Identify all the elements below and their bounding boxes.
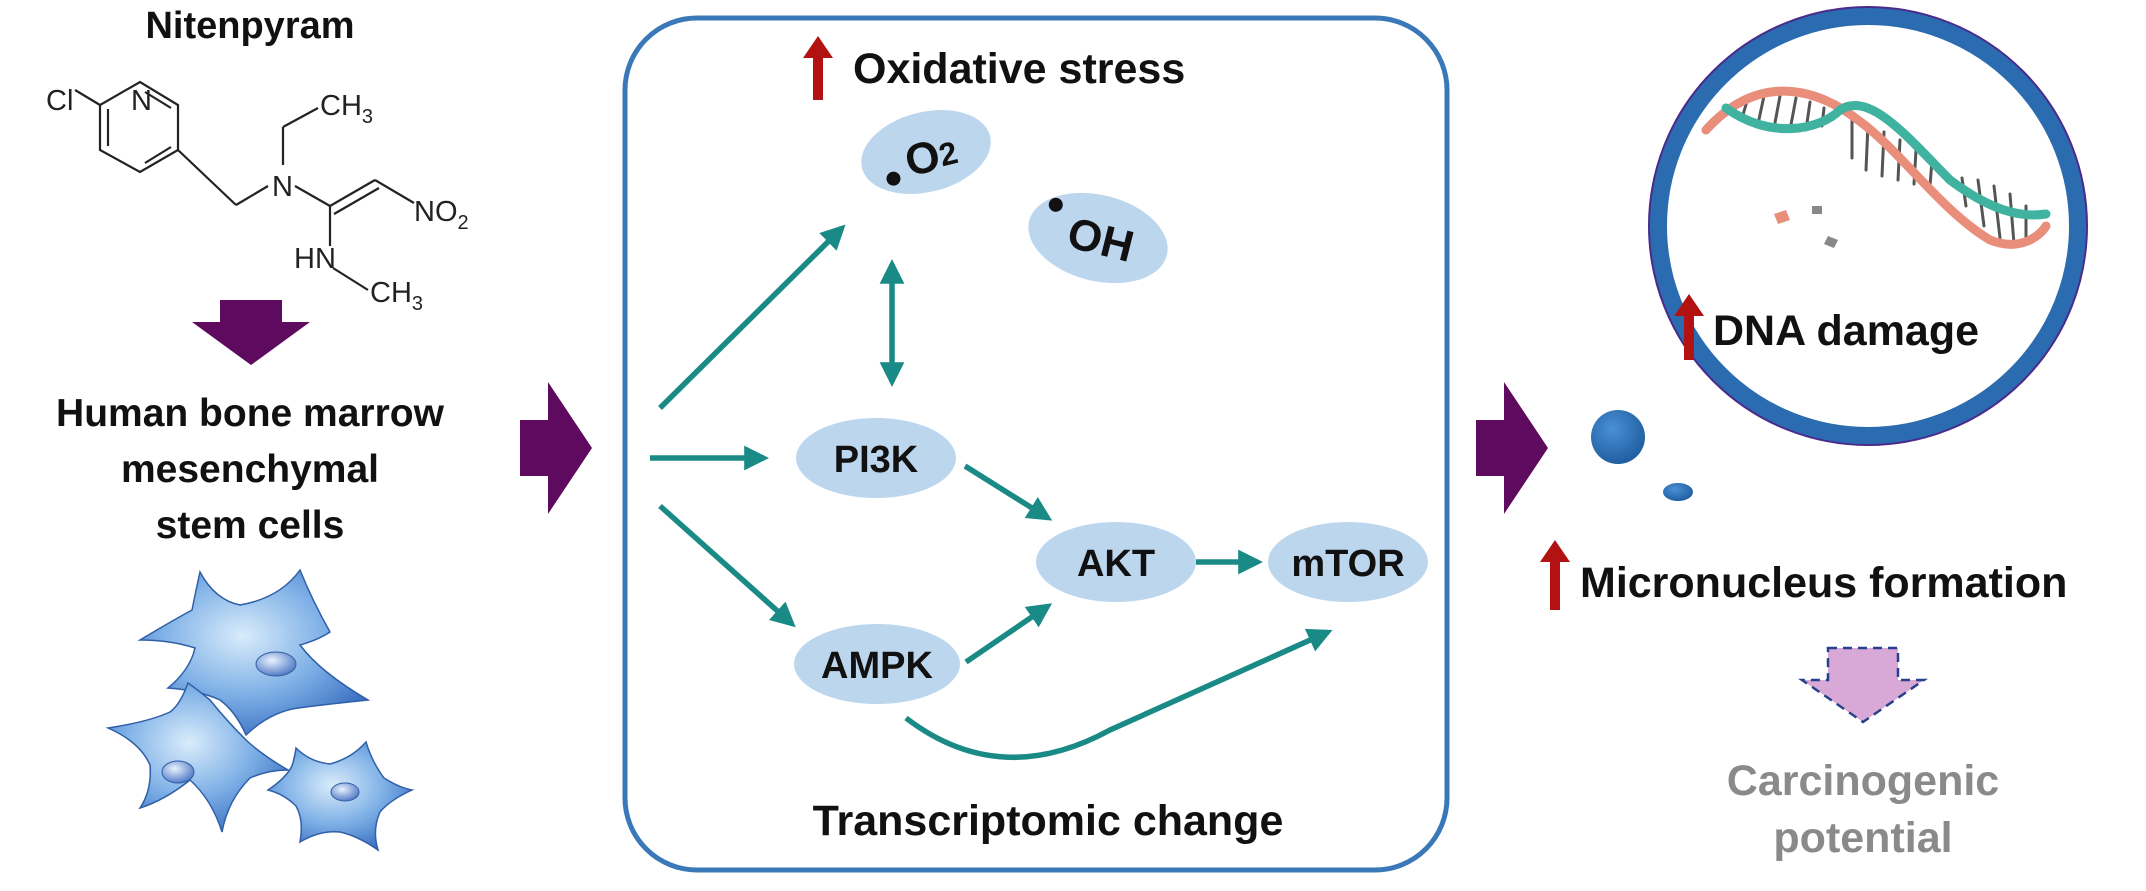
node-ampk: AMPK	[794, 624, 960, 704]
cells-label: Human bone marrow mesenchymal stem cells	[56, 392, 445, 547]
label-ch3-top: CH3	[320, 90, 373, 128]
label-cl: Cl	[46, 85, 73, 117]
arrow-ampk-mtor	[904, 628, 1333, 760]
up-arrow-icon	[803, 36, 833, 100]
hydroxyl-node: OH	[1028, 192, 1168, 284]
arrow-to-ampk	[658, 503, 796, 628]
node-akt-label: AKT	[1077, 543, 1155, 585]
dna-bubble	[1649, 7, 2087, 445]
dna-damage-heading: DNA damage	[1674, 294, 1979, 360]
cells-label-line-1: Human bone marrow	[56, 392, 445, 435]
oxidative-stress-heading: Oxidative stress	[803, 36, 1185, 100]
dna-helix-icon	[1701, 86, 2051, 249]
arrow-pi3k-akt	[963, 463, 1053, 521]
dashed-down-arrow-icon	[1797, 646, 1929, 724]
label-no2: NO2	[414, 196, 469, 234]
pathway-arrows	[650, 224, 1333, 760]
thought-bubble-large	[1591, 410, 1645, 464]
node-mtor: mTOR	[1268, 522, 1428, 602]
oxidative-stress-label: Oxidative stress	[853, 45, 1185, 93]
dna-bubble-outline	[1648, 6, 2088, 446]
thought-bubble-small	[1663, 483, 1693, 501]
carcinogenic-line-1: Carcinogenic	[1727, 757, 1999, 805]
cells-label-line-2: mesenchymal	[121, 448, 379, 491]
label-amine-n: N	[272, 171, 293, 203]
label-ch3-bottom: CH3	[370, 277, 423, 315]
up-arrow-icon	[1540, 540, 1570, 610]
micronucleus-label: Micronucleus formation	[1580, 559, 2067, 607]
label-ring-n: N	[131, 85, 152, 117]
structure-labels: Cl N N CH3 NO2 HN CH3	[46, 85, 469, 315]
stem-cells-illustration	[105, 568, 415, 852]
pathway-panel	[622, 15, 1450, 873]
arrow-ampk-akt	[964, 603, 1053, 665]
radical-dot-icon	[886, 171, 901, 186]
right-arrow-icon-left	[520, 382, 592, 514]
cells-label-line-3: stem cells	[156, 504, 345, 547]
node-pi3k: PI3K	[796, 418, 956, 498]
label-hn: HN	[294, 243, 336, 275]
compound-name: Nitenpyram	[145, 5, 354, 47]
transcriptomic-change-label: Transcriptomic change	[813, 797, 1284, 845]
micronucleus-heading: Micronucleus formation	[1540, 540, 2067, 610]
arrow-to-superoxide	[658, 224, 846, 410]
carcinogenic-line-2: potential	[1773, 814, 1952, 862]
down-arrow-icon	[192, 300, 310, 365]
nitenpyram-structure	[74, 80, 415, 291]
node-mtor-label: mTOR	[1291, 543, 1404, 585]
node-pi3k-label: PI3K	[834, 439, 919, 481]
radical-dot-icon	[1048, 197, 1063, 212]
superoxide-node: O2	[861, 110, 991, 194]
node-akt: AKT	[1036, 522, 1196, 602]
right-arrow-icon-right	[1476, 382, 1548, 514]
dna-damage-label: DNA damage	[1713, 307, 1979, 355]
node-ampk-label: AMPK	[821, 645, 933, 687]
up-arrow-icon	[1674, 294, 1704, 360]
